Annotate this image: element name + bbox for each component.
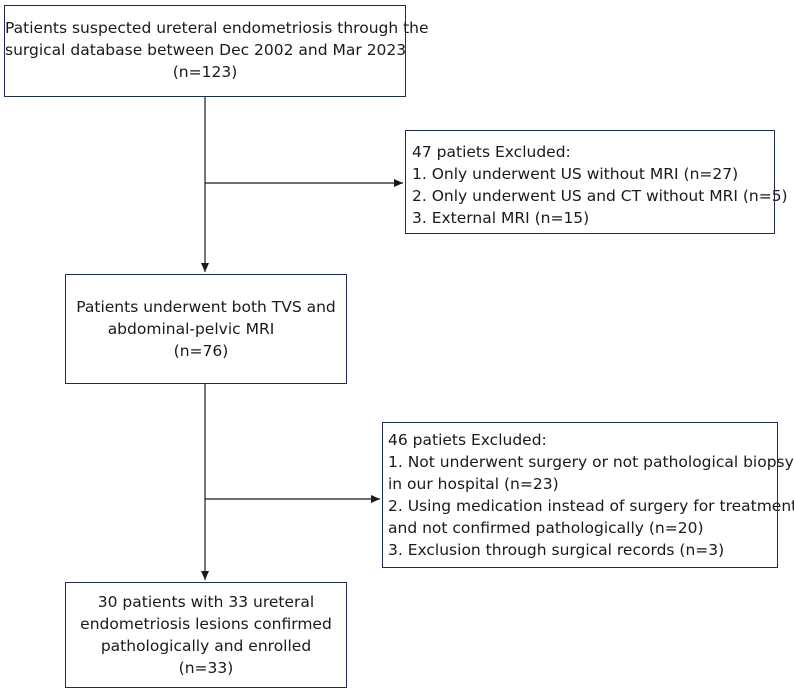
initial-population-box: Patients suspected ureteral endometriosi… [4, 5, 429, 97]
box-text-line: 3. External MRI (n=15) [412, 209, 590, 227]
box-text-line: and not confirmed pathologically (n=20) [388, 519, 704, 537]
box-text-line: Patients underwent both TVS and [76, 298, 336, 316]
box-text-line: 2. Using medication instead of surgery f… [388, 497, 794, 515]
exclusion-box-2: 46 patiets Excluded: 1. Not underwent su… [382, 422, 794, 568]
box-text-line: 1. Not underwent surgery or not patholog… [388, 453, 794, 471]
box-text-line: pathologically and enrolled [100, 637, 312, 655]
box-text-line: 2. Only underwent US and CT without MRI … [412, 187, 788, 205]
box-text-line: abdominal-pelvic MRI [107, 320, 275, 338]
box-text-line: (n=33) [178, 659, 234, 677]
intermediate-population-box: Patients underwent both TVS and abdomina… [65, 274, 347, 384]
box-text-line: 47 patiets Excluded: [412, 143, 571, 161]
box-text-line: 1. Only underwent US without MRI (n=27) [412, 165, 739, 183]
box-text-line: surgical database between Dec 2002 and M… [5, 41, 407, 59]
box-text-line: (n=76) [173, 342, 229, 360]
box-text-line: (n=123) [172, 63, 238, 81]
box-text-line: endometriosis lesions confirmed [80, 615, 332, 633]
exclusion-box-1: 47 patiets Excluded: 1. Only underwent U… [405, 130, 788, 234]
box-text-line: 3. Exclusion through surgical records (n… [388, 541, 725, 559]
box-text-line: in our hospital (n=23) [388, 475, 559, 493]
box-text-line: Patients suspected ureteral endometriosi… [5, 19, 429, 37]
box-text-line: 30 patients with 33 ureteral [97, 593, 315, 611]
enrolled-population-box: 30 patients with 33 ureteral endometrios… [65, 582, 347, 688]
box-text-line: 46 patiets Excluded: [388, 431, 547, 449]
